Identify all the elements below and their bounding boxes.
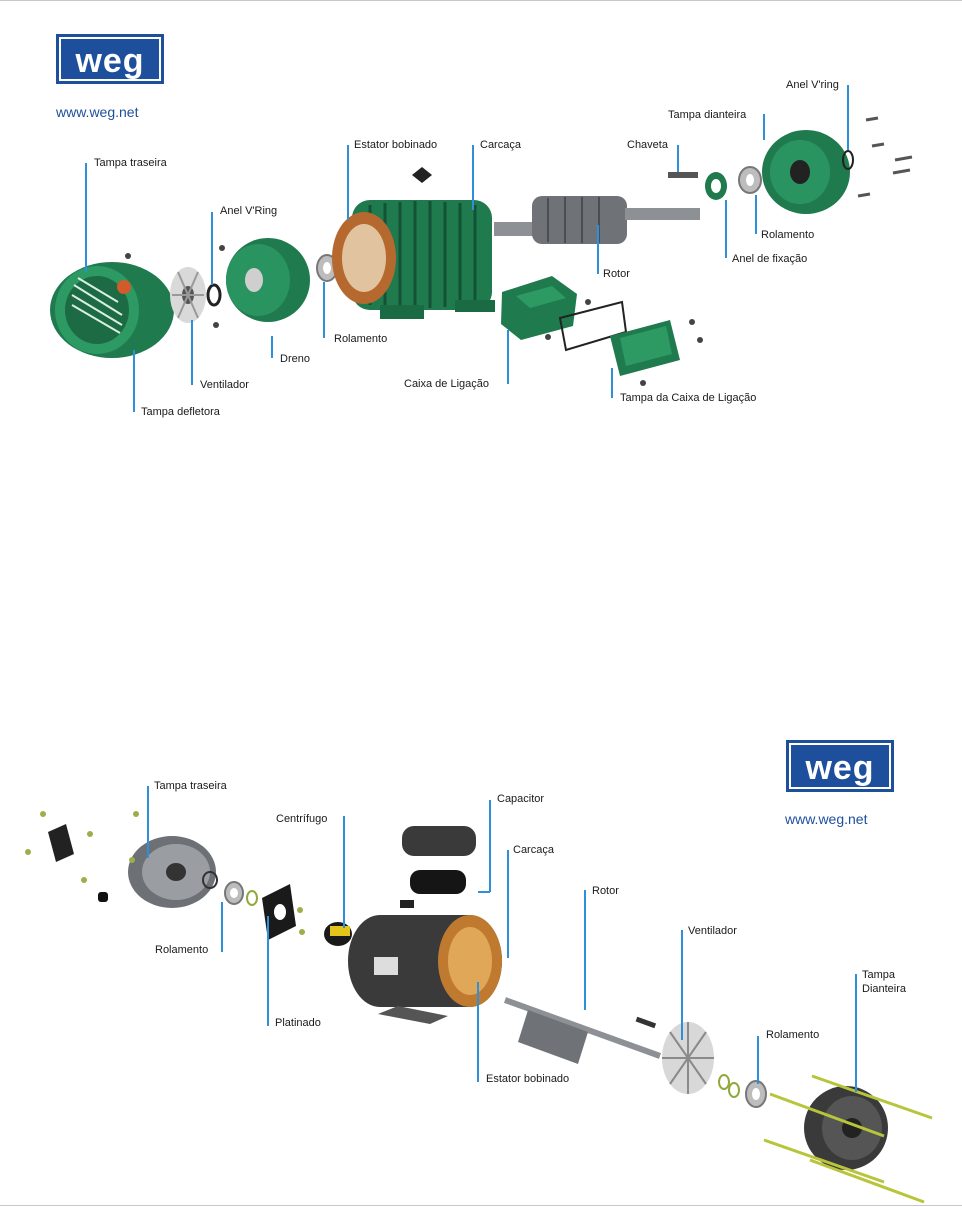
label-carcaca-b: Carcaça: [513, 844, 555, 856]
website-url[interactable]: www.weg.net: [55, 104, 139, 120]
label-estator-bobinado-b: Estator bobinado: [486, 1073, 569, 1085]
frame-part-b: [348, 900, 502, 1024]
label-tampa-dianteira: Tampa dianteira: [668, 109, 747, 121]
label-tampa-traseira: Tampa traseira: [94, 157, 168, 169]
bearing-right-part-b: [745, 1080, 767, 1108]
front-endshield-part: [762, 116, 913, 214]
label-anel-fixacao: Anel de fixação: [732, 253, 807, 265]
rear-endshield-part-b: [128, 836, 218, 908]
label-anel-vring-right: Anel V'ring: [786, 79, 839, 91]
website-url-bottom[interactable]: www.weg.net: [784, 811, 868, 827]
label-rolamento-right-b: Rolamento: [766, 1029, 819, 1041]
label-rotor: Rotor: [603, 268, 630, 280]
centrifugal-switch-part: [324, 922, 352, 946]
logo-text-bottom: weg: [804, 749, 874, 787]
label-tampa-defletora: Tampa defletora: [141, 406, 221, 418]
rotor-part: [494, 172, 700, 244]
label-caixa-ligacao: Caixa de Ligação: [404, 378, 489, 390]
label-rotor-b: Rotor: [592, 885, 619, 897]
cover-plate-part: [48, 824, 108, 902]
retaining-ring-part: [705, 172, 727, 200]
terminal-box-part: [501, 276, 628, 352]
label-carcaca: Carcaça: [480, 139, 522, 151]
fan-part: [170, 267, 222, 323]
terminal-box-cover-part: [610, 320, 680, 376]
bottom-border: [0, 1205, 962, 1206]
label-capacitor: Capacitor: [497, 793, 544, 805]
label-ventilador: Ventilador: [200, 379, 249, 391]
frame-stator-part: [332, 167, 495, 319]
label-estator-bobinado: Estator bobinado: [354, 139, 437, 151]
logo-text: weg: [74, 42, 144, 80]
exploded-view-three-phase-motor: weg www.weg.net: [0, 0, 962, 460]
label-ventilador-b: Ventilador: [688, 925, 737, 937]
label-centrifugo: Centrífugo: [276, 813, 327, 825]
bearing-right-part: [738, 166, 762, 194]
capacitor-part: [402, 826, 476, 894]
label-dreno: Dreno: [280, 353, 310, 365]
rotor-part-b: [503, 997, 662, 1064]
fan-cover-part: [50, 262, 174, 358]
label-tampa-dianteira-line2: Dianteira: [862, 983, 907, 995]
weg-logo-bottom: weg: [786, 740, 894, 792]
label-tampa-dianteira-line1: Tampa: [862, 969, 896, 981]
label-rolamento-right: Rolamento: [761, 229, 814, 241]
fan-part-b: [662, 1022, 740, 1098]
weg-logo: weg: [56, 34, 164, 84]
exploded-view-single-phase-motor: weg www.weg.net: [0, 720, 962, 1207]
breaker-plate-part: [262, 884, 296, 940]
label-anel-vring-left: Anel V'Ring: [220, 205, 277, 217]
label-tampa-traseira-b: Tampa traseira: [154, 780, 228, 792]
top-border: [0, 0, 962, 1]
label-rolamento-mid: Rolamento: [334, 333, 387, 345]
front-endshield-part-b: [763, 1074, 933, 1204]
bearing-left-part: [224, 881, 258, 906]
rear-endshield-part: [226, 238, 310, 322]
label-platinado: Platinado: [275, 1017, 321, 1029]
label-tampa-caixa-ligacao: Tampa da Caixa de Ligação: [620, 392, 756, 404]
label-rolamento-left: Rolamento: [155, 944, 208, 956]
label-chaveta: Chaveta: [627, 139, 669, 151]
